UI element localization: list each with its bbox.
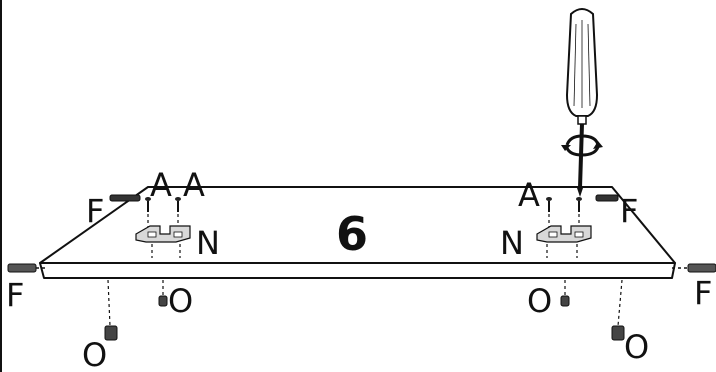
label-o-right-bottom: O	[624, 328, 649, 366]
label-o-left-bottom: O	[82, 336, 107, 372]
label-n-right: N	[500, 224, 524, 262]
screwdriver-icon	[565, 8, 599, 197]
label-o-right-mid: O	[527, 282, 552, 320]
dowel-f-right-bottom	[672, 263, 716, 273]
label-n-left: N	[196, 224, 220, 262]
label-f-right-bottom: F	[694, 274, 712, 312]
label-o-left-mid: O	[168, 282, 193, 320]
dowel-f-left-top	[109, 194, 141, 202]
label-f-right-top: F	[620, 192, 638, 230]
label-a-left-2: A	[183, 166, 205, 204]
cam-fitting-o-right-mid	[560, 280, 570, 307]
board-panel	[39, 186, 676, 279]
label-f-left-top: F	[86, 192, 104, 230]
rotation-arrow-icon	[561, 134, 603, 157]
label-f-left-bottom: F	[6, 276, 24, 314]
step-number: 6	[336, 207, 368, 261]
label-a-left-1: A	[150, 166, 172, 204]
cam-fitting-o-left-mid	[158, 280, 168, 307]
label-a-right: A	[518, 176, 540, 214]
bracket-n-right	[536, 225, 592, 258]
cam-fitting-o-left-bottom	[104, 279, 118, 341]
cam-fitting-o-right-bottom	[611, 279, 625, 341]
dowel-f-right-top	[595, 194, 619, 202]
dowel-f-left-bottom	[7, 263, 48, 273]
bracket-n-left	[135, 225, 191, 258]
